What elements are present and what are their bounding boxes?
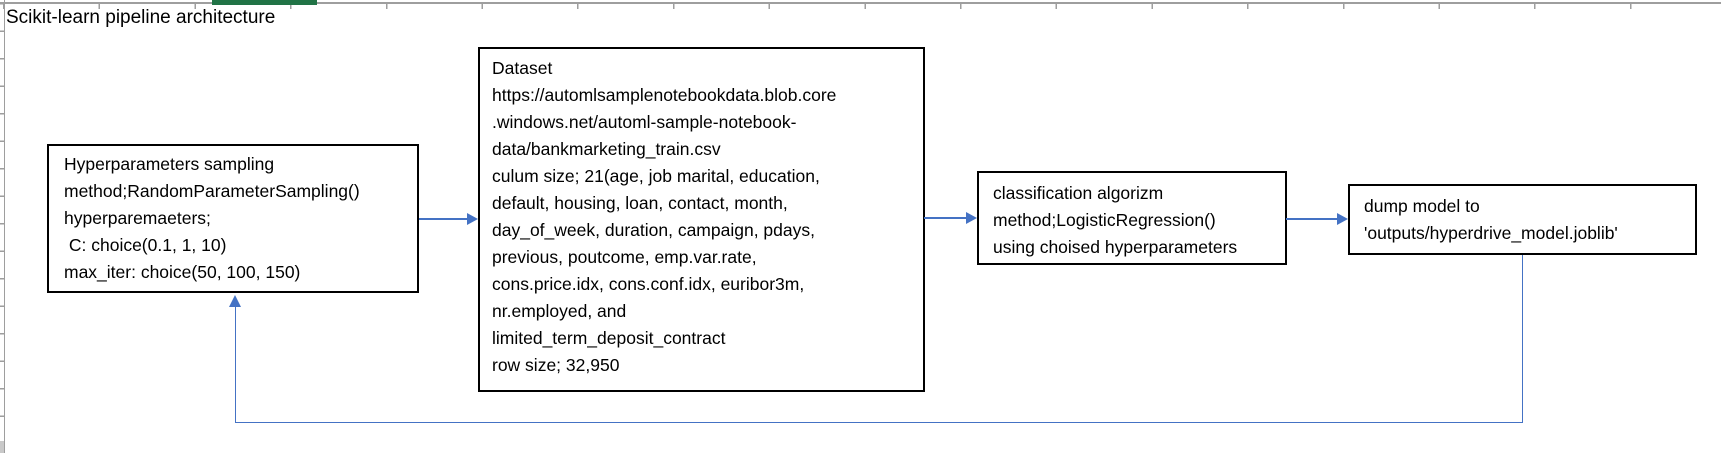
- dump-model-box[interactable]: dump model to 'outputs/hyperdrive_model.…: [1348, 184, 1697, 255]
- arrow-dataset-to-classifier[interactable]: [924, 217, 966, 219]
- box-text-line: max_iter: choice(50, 100, 150): [64, 262, 301, 282]
- feedback-line-up-segment[interactable]: [234, 306, 236, 423]
- box-text-line: 'outputs/hyperdrive_model.joblib': [1364, 223, 1618, 243]
- top-gridline: [0, 2, 1721, 4]
- classification-algorithm-box[interactable]: classification algorizm method;LogisticR…: [977, 171, 1287, 265]
- box-text-line: data/bankmarketing_train.csv: [492, 139, 721, 159]
- box-text-line: dump model to: [1364, 196, 1480, 216]
- box-text-line: method;LogisticRegression(): [993, 210, 1216, 230]
- page-title: Scikit-learn pipeline architecture: [6, 7, 276, 28]
- feedback-line-horizontal-segment[interactable]: [234, 421, 1523, 423]
- box-text-line: method;RandomParameterSampling(): [64, 181, 360, 201]
- arrowhead-right-icon: [467, 213, 478, 225]
- box-text-line: Hyperparameters sampling: [64, 154, 275, 174]
- left-gridline: [3, 0, 5, 453]
- box-text-line: .windows.net/automl-sample-notebook-: [492, 112, 797, 132]
- arrowhead-up-icon: [229, 295, 241, 307]
- box-text-line: using choised hyperparameters: [993, 237, 1238, 257]
- feedback-line-down-segment[interactable]: [1521, 255, 1523, 423]
- box-text-line: cons.price.idx, cons.conf.idx, euribor3m…: [492, 274, 805, 294]
- box-text-line: https://automlsamplenotebookdata.blob.co…: [492, 85, 837, 105]
- box-text-line: previous, poutcome, emp.var.rate,: [492, 247, 757, 267]
- hyperparameters-sampling-box[interactable]: Hyperparameters sampling method;RandomPa…: [47, 144, 419, 293]
- box-text-line: limited_term_deposit_contract: [492, 328, 726, 348]
- box-text-line: Dataset: [492, 58, 553, 78]
- box-text-line: classification algorizm: [993, 183, 1164, 203]
- arrowhead-right-icon: [1337, 213, 1348, 225]
- arrow-classifier-to-dump[interactable]: [1286, 218, 1337, 220]
- row-gridline-ticks: [0, 3, 5, 453]
- box-text-line: C: choice(0.1, 1, 10): [64, 235, 227, 255]
- box-text-line: hyperparemaeters;: [64, 208, 211, 228]
- box-text-line: nr.employed, and: [492, 301, 627, 321]
- bottom-left-cell-fragment: [0, 441, 4, 453]
- arrowhead-right-icon: [966, 212, 977, 224]
- box-text-line: culum size; 21(age, job marital, educati…: [492, 166, 820, 186]
- selected-cell-border: [212, 0, 317, 5]
- column-gridline-ticks: [3, 2, 1721, 9]
- box-text-line: default, housing, loan, contact, month,: [492, 193, 788, 213]
- box-text-line: row size; 32,950: [492, 355, 620, 375]
- box-text-line: day_of_week, duration, campaign, pdays,: [492, 220, 815, 240]
- arrow-hyper-to-dataset[interactable]: [419, 218, 467, 220]
- dataset-box[interactable]: Dataset https://automlsamplenotebookdata…: [478, 47, 925, 392]
